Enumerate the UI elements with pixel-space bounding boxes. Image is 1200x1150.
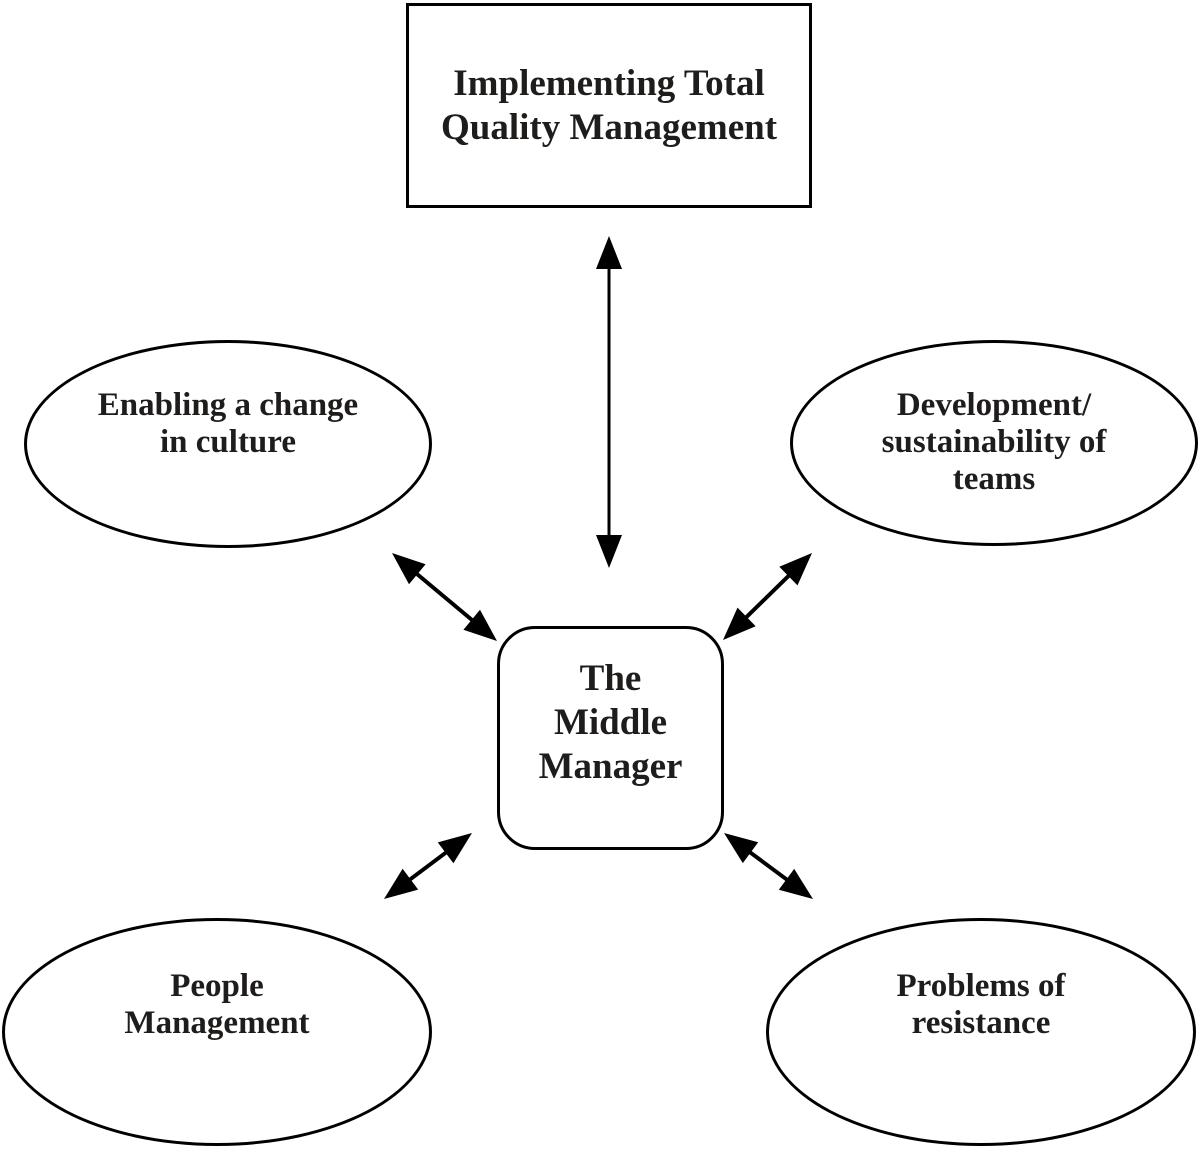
culture-change-label-line: Enabling a change [97, 387, 359, 423]
tqm-node: Implementing Total Quality Management [406, 3, 812, 208]
arrow-teams-manager [723, 553, 812, 640]
team-development-node: Development/ sustainability of teams [790, 340, 1198, 546]
arrow-culture-manager [392, 553, 497, 641]
team-development-label-line: Development/ [896, 387, 1092, 423]
tqm-label-line: Implementing Total [453, 62, 765, 104]
tqm-label-line: Quality Management [440, 106, 778, 148]
arrow-people-manager [384, 833, 472, 899]
team-development-label-line: teams [952, 461, 1036, 497]
arrow-tqm-manager [596, 236, 622, 568]
middle-manager-label-line: Middle [553, 702, 668, 743]
people-management-label-line: Management [124, 1005, 310, 1041]
resistance-problems-label-line: resistance [911, 1005, 1051, 1041]
arrow-resistance-manager [724, 833, 813, 899]
people-management-node: People Management [2, 918, 432, 1146]
resistance-problems-node: Problems of resistance [766, 918, 1196, 1146]
middle-manager-label-line: Manager [538, 746, 683, 787]
culture-change-label-line: in culture [160, 424, 296, 460]
team-development-label-line: sustainability of [881, 424, 1107, 460]
middle-manager-label-line: The [579, 658, 642, 699]
people-management-label-line: People [170, 968, 264, 1004]
resistance-problems-label-line: Problems of [896, 968, 1066, 1004]
culture-change-node: Enabling a change in culture [24, 340, 432, 548]
middle-manager-node: The Middle Manager [497, 626, 724, 850]
